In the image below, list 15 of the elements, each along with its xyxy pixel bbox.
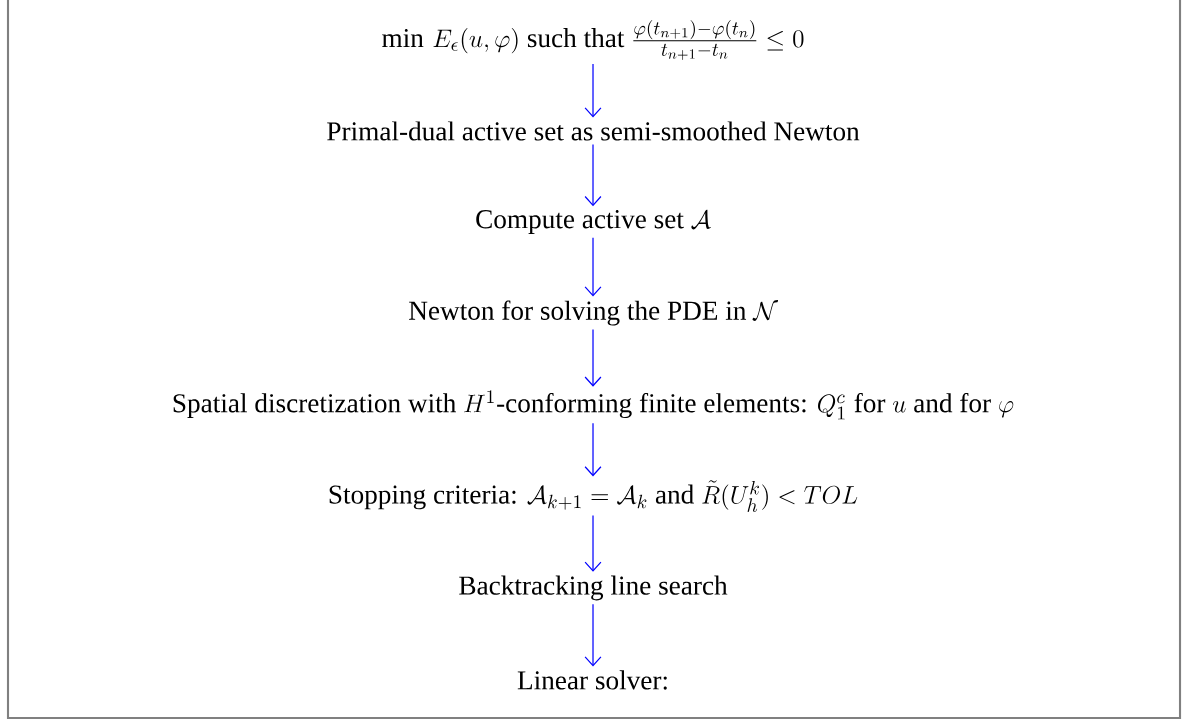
arrow — [584, 63, 602, 118]
arrow — [584, 422, 602, 477]
arrow — [584, 514, 602, 572]
step-text: $\min\, E_\epsilon(u,\varphi) \text{ such that } \frac{\varphi(t_{n+1})-\varphi(t_n)}{t_{n+1}-t_n}\le 0$ — [382, 19, 804, 61]
arrow — [584, 237, 602, 297]
step-text: $\text{Primal-dual active set as semi-smoothed Newton}$ — [327, 121, 860, 141]
step-text: $\text{Spatial discretization with } H^1\text{-conforming finite elements: } Q_1^c \text{ for } u \text{ and for } \varphi$ — [173, 390, 1014, 420]
arrow — [584, 328, 602, 387]
step-text: $\text{Backtracking line search}$ — [459, 575, 728, 601]
step-text: $\text{Stopping criteria: } \mathcal{A}_{k+1}=\mathcal{A}_k \text{ and } \tilde R(U_h^k) < TOL$ — [329, 480, 858, 512]
step-text: $\text{Newton for solving the PDE in } \mathcal{N}$ — [409, 300, 778, 326]
step-text: $\text{Linear solver:}$ — [517, 670, 667, 690]
step-text: $\text{Compute active set } \mathcal{A}$ — [476, 209, 711, 234]
arrow — [584, 143, 602, 207]
arrow — [584, 603, 602, 667]
